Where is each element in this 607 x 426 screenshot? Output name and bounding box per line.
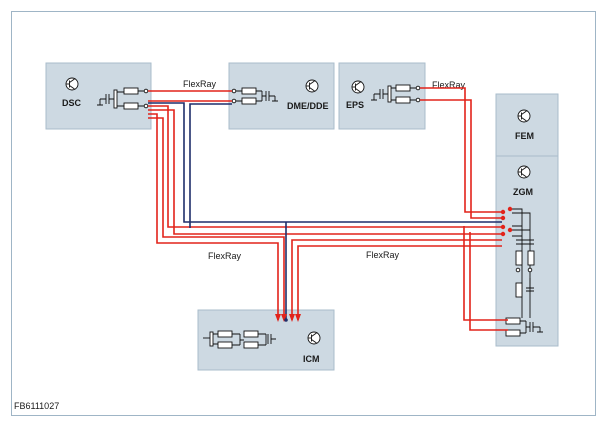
eps-box xyxy=(338,62,426,130)
flexray-label-top-right: FlexRay xyxy=(432,80,466,90)
dme-transceiver-circuit xyxy=(231,87,278,105)
dsc-transistor-icon xyxy=(65,77,79,91)
dsc-transceiver-circuit xyxy=(97,87,149,110)
fem-transistor-icon xyxy=(517,109,531,123)
icm-input-arrows xyxy=(275,314,301,322)
flexray-bus-zgm-icm xyxy=(291,239,502,320)
dsc-box xyxy=(45,62,152,130)
flexray-label-bottom-right: FlexRay xyxy=(366,250,400,260)
zgm-transistor-icon xyxy=(517,165,531,179)
flexray-bus-dsc-icm xyxy=(148,113,285,320)
flexray-label-bottom-left: FlexRay xyxy=(208,251,242,261)
eps-label: EPS xyxy=(346,100,364,110)
zgm-label: ZGM xyxy=(513,187,533,197)
icm-label: ICM xyxy=(303,354,320,364)
dme-box xyxy=(228,62,335,130)
dsc-label: DSC xyxy=(62,98,82,108)
dme-label: DME/DDE xyxy=(287,101,329,111)
flexray-bus-dsc-zgm xyxy=(148,105,502,235)
icm-transistor-icon xyxy=(307,331,321,345)
eps-transceiver-circuit xyxy=(371,84,421,104)
navy-bus-line xyxy=(148,102,502,320)
flexray-bus-dsc-dme xyxy=(148,90,232,102)
fem-label: FEM xyxy=(515,131,534,141)
flexray-bus-eps-zgm xyxy=(420,87,502,219)
flexray-label-top-left: FlexRay xyxy=(183,79,217,89)
zgm-terminal-circuit xyxy=(512,208,535,318)
zgm-connection-dots xyxy=(500,206,513,237)
eps-transistor-icon xyxy=(351,80,365,94)
zgm-icm-transceiver-circuit xyxy=(505,317,543,337)
dme-transistor-icon xyxy=(305,79,319,93)
icm-transceiver-circuit xyxy=(203,330,276,349)
flexray-bus-zgm-icm-return xyxy=(463,226,508,331)
fem-zgm-box xyxy=(495,93,559,347)
figure-id: FB6111027 xyxy=(14,401,59,411)
diagram-frame xyxy=(11,11,596,416)
